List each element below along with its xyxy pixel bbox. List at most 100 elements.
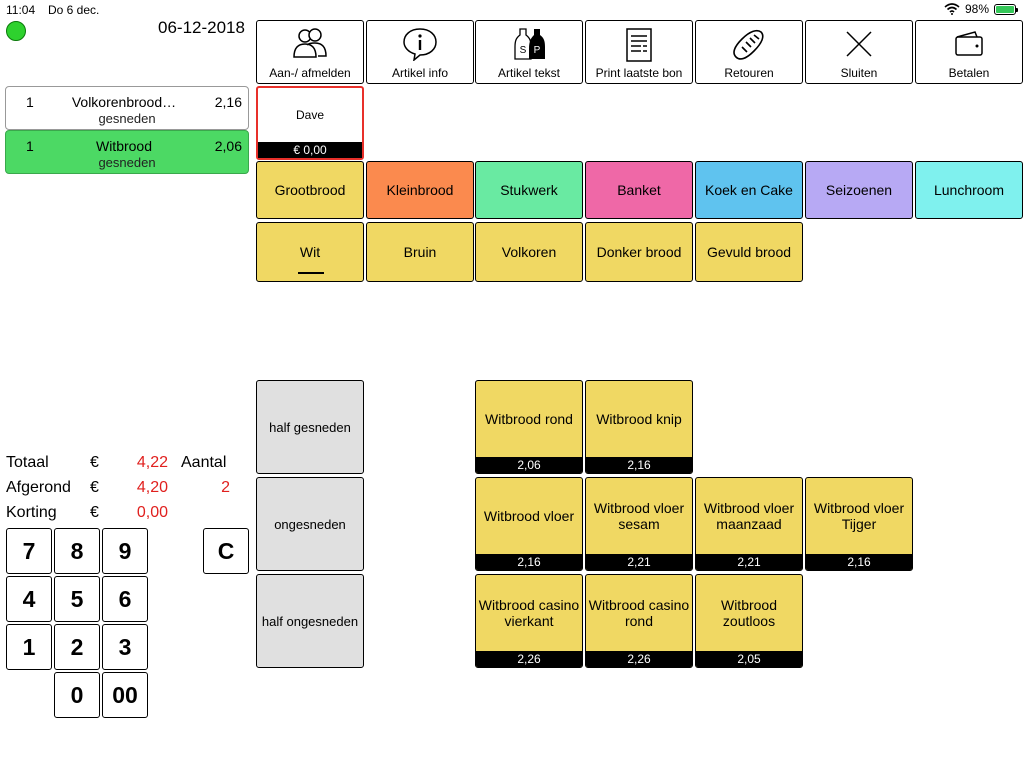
product-tile[interactable]: Witbrood vloer sesam 2,21 [585, 477, 693, 571]
rounded-value: 4,20 [136, 479, 168, 496]
key-0[interactable]: 0 [54, 672, 100, 718]
option-ongesneden[interactable]: ongesneden [256, 477, 364, 571]
product-name: Witbrood vloer maanzaad [703, 500, 795, 532]
status-bar: 11:04 Do 6 dec. 98% [0, 0, 1024, 20]
product-tile[interactable]: Witbrood rond 2,06 [475, 380, 583, 474]
quantity-value: 2 [221, 479, 230, 496]
product-price: 2,21 [696, 554, 802, 570]
product-name: Witbrood vloer sesam [593, 500, 685, 532]
receipt-icon [626, 28, 652, 62]
category-stukwerk[interactable]: Stukwerk [475, 161, 583, 219]
wifi-icon [944, 3, 960, 15]
battery-icon [994, 3, 1018, 15]
product-name: Witbrood vloer [483, 508, 575, 524]
product-name: Witbrood casino rond [588, 597, 690, 629]
subcategory-wit[interactable]: Wit [256, 222, 364, 282]
key-4[interactable]: 4 [6, 576, 52, 622]
product-name: Witbrood rond [485, 411, 573, 427]
key-6[interactable]: 6 [102, 576, 148, 622]
salt-pepper-icon: S P [514, 28, 545, 60]
status-time: 11:04 [6, 3, 36, 17]
toolbar-label: Aan-/ afmelden [269, 66, 351, 80]
order-line-selected[interactable]: 1 Witbrood 2,06 gesneden [5, 130, 249, 174]
toolbar-label: Artikel tekst [497, 66, 560, 80]
pay-button[interactable]: Betalen [915, 20, 1023, 84]
category-grootbrood[interactable]: Grootbrood [256, 161, 364, 219]
toolbar-label: Sluiten [840, 66, 878, 80]
subcategory-gevuld-brood[interactable]: Gevuld brood [695, 222, 803, 282]
active-indicator [298, 272, 324, 274]
status-date: Do 6 dec. [48, 3, 100, 17]
order-line-price: 2,06 [214, 138, 242, 154]
order-line-note: gesneden [98, 111, 156, 126]
article-text-button[interactable]: S P Artikel tekst [475, 20, 583, 84]
employee-balance: € 0,00 [258, 142, 362, 158]
currency-symbol: € [90, 504, 99, 521]
order-line[interactable]: 1 Volkorenbrood… 2,16 gesneden [5, 86, 249, 130]
subcategory-donker-brood[interactable]: Donker brood [585, 222, 693, 282]
users-icon [293, 28, 327, 58]
employee-name: Dave [295, 108, 324, 122]
online-indicator [6, 21, 26, 41]
key-00[interactable]: 00 [102, 672, 148, 718]
option-half-ongesneden[interactable]: half ongesneden [256, 574, 364, 668]
order-line-name: Witbrood [95, 138, 153, 154]
product-tile[interactable]: Witbrood knip 2,16 [585, 380, 693, 474]
print-last-receipt-button[interactable]: Print laatste bon [585, 20, 693, 84]
register-date: 06-12-2018 [158, 18, 245, 37]
employee-tile[interactable]: Dave € 0,00 [256, 86, 364, 160]
login-logout-button[interactable]: Aan-/ afmelden [256, 20, 364, 84]
order-line-qty: 1 [26, 94, 34, 110]
product-tile[interactable]: Witbrood vloer 2,16 [475, 477, 583, 571]
product-price: 2,06 [476, 457, 582, 473]
key-5[interactable]: 5 [54, 576, 100, 622]
key-3[interactable]: 3 [102, 624, 148, 670]
category-koek-en-cake[interactable]: Koek en Cake [695, 161, 803, 219]
product-price: 2,16 [806, 554, 912, 570]
category-kleinbrood[interactable]: Kleinbrood [366, 161, 474, 219]
close-button[interactable]: Sluiten [805, 20, 913, 84]
category-banket[interactable]: Banket [585, 161, 693, 219]
quantity-label: Aantal [181, 454, 227, 471]
product-price: 2,26 [476, 651, 582, 667]
toolbar-label: Betalen [948, 66, 990, 80]
product-tile[interactable]: Witbrood vloer Tijger 2,16 [805, 477, 913, 571]
product-tile[interactable]: Witbrood casino vierkant 2,26 [475, 574, 583, 668]
returns-button[interactable]: Retouren [695, 20, 803, 84]
battery-percent: 98% [964, 2, 989, 16]
category-lunchroom[interactable]: Lunchroom [915, 161, 1023, 219]
toolbar-label: Retouren [724, 66, 774, 80]
discount-value: 0,00 [136, 504, 168, 521]
rounded-label: Afgerond [6, 479, 71, 496]
salt-letter: S [520, 45, 527, 56]
key-7[interactable]: 7 [6, 528, 52, 574]
order-line-price: 2,16 [214, 94, 242, 110]
key-1[interactable]: 1 [6, 624, 52, 670]
bread-icon [733, 29, 764, 60]
product-tile[interactable]: Witbrood casino rond 2,26 [585, 574, 693, 668]
category-seizoenen[interactable]: Seizoenen [805, 161, 913, 219]
order-line-note: gesneden [98, 155, 156, 170]
product-name: Witbrood casino vierkant [478, 597, 580, 629]
pepper-letter: P [534, 45, 541, 56]
clear-button[interactable]: C [203, 528, 249, 574]
close-icon [846, 31, 872, 57]
key-9[interactable]: 9 [102, 528, 148, 574]
key-8[interactable]: 8 [54, 528, 100, 574]
article-info-button[interactable]: Artikel info [366, 20, 474, 84]
total-value: 4,22 [136, 454, 168, 471]
key-2[interactable]: 2 [54, 624, 100, 670]
product-tile[interactable]: Witbrood zoutloos 2,05 [695, 574, 803, 668]
currency-symbol: € [90, 454, 99, 471]
product-name: Witbrood vloer Tijger [813, 500, 905, 532]
product-tile[interactable]: Witbrood vloer maanzaad 2,21 [695, 477, 803, 571]
info-bubble-icon [403, 28, 437, 61]
toolbar-label: Artikel info [391, 66, 449, 80]
subcategory-bruin[interactable]: Bruin [366, 222, 474, 282]
product-price: 2,21 [586, 554, 692, 570]
subcategory-volkoren[interactable]: Volkoren [475, 222, 583, 282]
product-price: 2,16 [586, 457, 692, 473]
option-half-gesneden[interactable]: half gesneden [256, 380, 364, 474]
product-price: 2,16 [476, 554, 582, 570]
product-name: Witbrood knip [596, 411, 682, 427]
